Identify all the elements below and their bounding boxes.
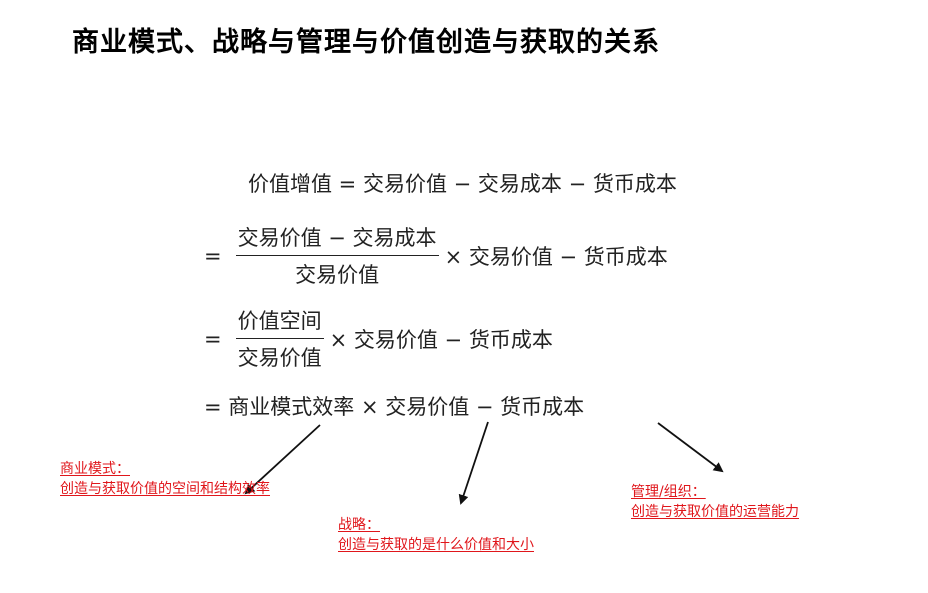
page-title: 商业模式、战略与管理与价值创造与获取的关系 xyxy=(72,27,660,58)
formula-line-2: = 交易价值 − 交易成本 交易价值 × 交易价值 − 货币成本 xyxy=(204,222,668,289)
formula-line-1: 价值增值 = 交易价值 − 交易成本 − 货币成本 xyxy=(248,172,677,196)
annotation-business-model-text: 创造与获取价值的空间和结构效率 xyxy=(60,481,270,497)
equals-sign: = xyxy=(204,243,222,268)
formula-line-3: = 价值空间 交易价值 × 交易价值 − 货币成本 xyxy=(204,305,553,372)
arrow-business-model xyxy=(244,424,321,495)
fraction-1: 交易价值 − 交易成本 交易价值 xyxy=(235,222,439,289)
arrow-strategy xyxy=(458,421,489,505)
formula-line-2-suffix: × 交易价值 − 货币成本 xyxy=(444,244,668,269)
annotation-strategy-label: 战略： xyxy=(338,517,380,533)
formula-line-3-suffix: × 交易价值 − 货币成本 xyxy=(329,327,553,352)
fraction-2-denominator: 交易价值 xyxy=(237,346,322,370)
annotation-strategy: 战略： 创造与获取的是什么价值和大小 xyxy=(338,515,534,555)
equals-sign: = xyxy=(204,326,222,351)
formula-line-4: = 商业模式效率 × 交易价值 − 货币成本 xyxy=(204,395,585,419)
arrow-management xyxy=(657,422,724,473)
fraction-2-numerator: 价值空间 xyxy=(235,305,324,339)
annotation-management: 管理/组织： 创造与获取价值的运营能力 xyxy=(631,482,799,522)
annotation-management-label: 管理/组织： xyxy=(631,484,706,500)
fraction-1-numerator: 交易价值 − 交易成本 xyxy=(235,222,439,256)
fraction-1-denominator: 交易价值 xyxy=(295,263,380,287)
annotation-business-model: 商业模式： 创造与获取价值的空间和结构效率 xyxy=(60,459,270,499)
annotation-management-text: 创造与获取价值的运营能力 xyxy=(631,504,799,520)
annotation-business-model-label: 商业模式： xyxy=(60,461,130,477)
fraction-2: 价值空间 交易价值 xyxy=(235,305,324,372)
annotation-strategy-text: 创造与获取的是什么价值和大小 xyxy=(338,537,534,553)
